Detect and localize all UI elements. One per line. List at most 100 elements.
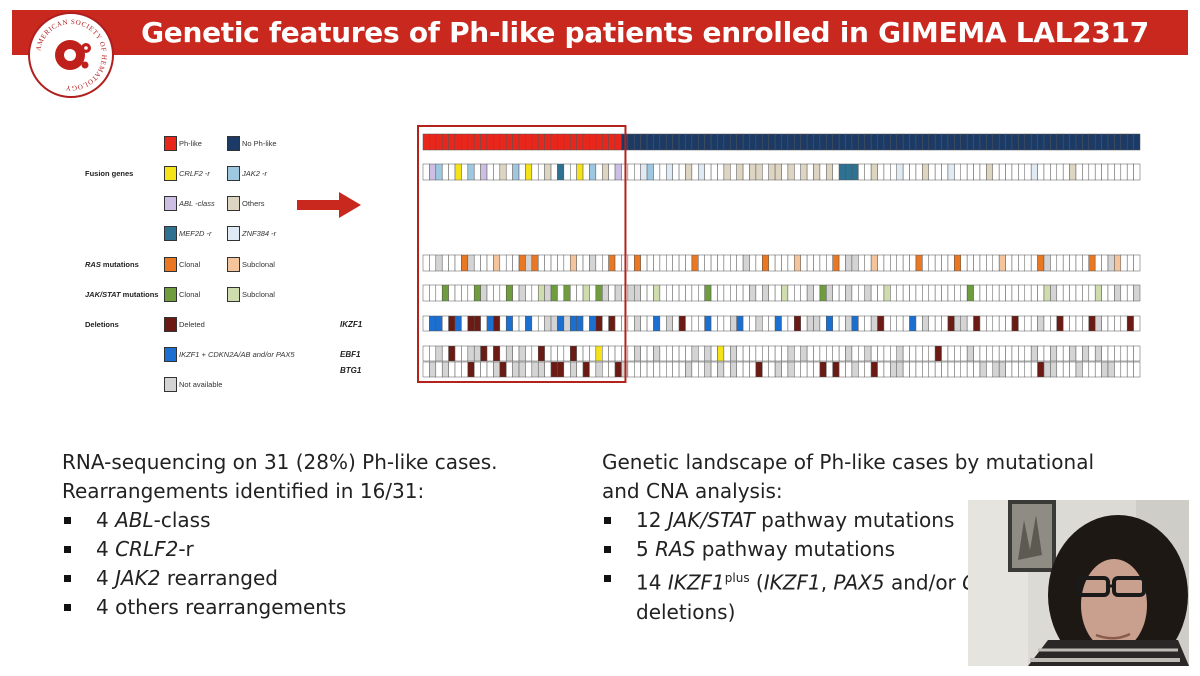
fusion-cell bbox=[608, 163, 616, 181]
btg1-cell bbox=[486, 361, 494, 378]
ikzf1-cell bbox=[518, 315, 526, 332]
btg1-cell bbox=[1126, 361, 1134, 378]
ikzf1-cell bbox=[698, 315, 705, 332]
ikzf1-cell bbox=[781, 315, 789, 332]
ebf1-cell bbox=[941, 345, 949, 362]
btg1-cell bbox=[1094, 361, 1102, 378]
ikzf1-cell bbox=[1030, 315, 1038, 332]
btg1-cell bbox=[979, 361, 987, 378]
jakstat-cell bbox=[518, 284, 526, 302]
ikzf1-cell bbox=[934, 315, 942, 332]
btg1-cell bbox=[1018, 361, 1026, 378]
legend-label: Clonal bbox=[179, 260, 201, 269]
ras-cell bbox=[537, 254, 545, 272]
ras-cell bbox=[646, 254, 654, 272]
jakstat-cell bbox=[742, 284, 750, 302]
jakstat-cell bbox=[608, 284, 616, 302]
ebf1-cell bbox=[749, 345, 757, 362]
ikzf1-cell bbox=[550, 315, 558, 332]
jakstat-cell bbox=[512, 284, 520, 302]
status-cell bbox=[941, 133, 949, 151]
jakstat-cell bbox=[934, 284, 942, 302]
legend-category: Fusion genes bbox=[85, 169, 134, 178]
right-intro-line-2: and CNA analysis: bbox=[602, 479, 783, 503]
ras-cell bbox=[723, 254, 731, 272]
btg1-cell bbox=[864, 361, 872, 378]
fusion-cell bbox=[499, 163, 507, 181]
btg1-cell bbox=[845, 361, 853, 378]
btg1-cell bbox=[1069, 361, 1077, 378]
status-cell bbox=[800, 133, 808, 151]
status-cell bbox=[461, 133, 469, 151]
ikzf1-cell bbox=[666, 315, 673, 332]
fusion-cell bbox=[1075, 163, 1083, 181]
btg1-cell bbox=[512, 361, 520, 378]
ras-cell bbox=[890, 254, 897, 272]
status-cell bbox=[1056, 133, 1064, 151]
status-cell bbox=[794, 133, 801, 151]
status-cell bbox=[493, 133, 501, 151]
ikzf1-cell bbox=[473, 315, 481, 332]
status-cell bbox=[1088, 133, 1096, 151]
ras-cell bbox=[512, 254, 520, 272]
ebf1-cell bbox=[787, 345, 795, 362]
ras-cell bbox=[1075, 254, 1083, 272]
ras-cell bbox=[569, 254, 577, 272]
status-cell bbox=[730, 133, 737, 151]
btg1-cell bbox=[960, 361, 968, 378]
ras-cell bbox=[595, 254, 603, 272]
fusion-cell bbox=[493, 163, 501, 181]
ras-cell bbox=[499, 254, 507, 272]
fusion-cell bbox=[851, 163, 859, 181]
ras-cell bbox=[768, 254, 776, 272]
fusion-cell bbox=[563, 163, 571, 181]
jakstat-cell bbox=[1024, 284, 1032, 302]
status-cell bbox=[774, 133, 782, 151]
ebf1-cell bbox=[992, 345, 1000, 362]
jakstat-cell bbox=[890, 284, 897, 302]
jakstat-cell bbox=[947, 284, 955, 302]
ras-cell bbox=[762, 254, 769, 272]
fusion-cell bbox=[678, 163, 686, 181]
ras-cell bbox=[550, 254, 558, 272]
legend-swatch bbox=[227, 257, 240, 272]
btg1-cell bbox=[448, 361, 456, 378]
ikzf1-cell bbox=[429, 315, 437, 332]
ikzf1-cell bbox=[992, 315, 1000, 332]
ras-cell bbox=[934, 254, 942, 272]
btg1-cell bbox=[698, 361, 705, 378]
fusion-cell bbox=[505, 163, 513, 181]
ikzf1-cell bbox=[1069, 315, 1077, 332]
btg1-cell bbox=[1011, 361, 1019, 378]
ikzf1-cell bbox=[928, 315, 936, 332]
ikzf1-cell bbox=[448, 315, 456, 332]
ikzf1-cell bbox=[659, 315, 667, 332]
status-cell bbox=[902, 133, 910, 151]
ebf1-cell bbox=[800, 345, 808, 362]
jakstat-cell bbox=[1037, 284, 1045, 302]
btg1-cell bbox=[858, 361, 865, 378]
ras-cell bbox=[1005, 254, 1013, 272]
btg1-cell bbox=[531, 361, 539, 378]
ebf1-cell bbox=[966, 345, 974, 362]
ras-cell bbox=[922, 254, 929, 272]
status-cell bbox=[922, 133, 929, 151]
status-cell bbox=[819, 133, 827, 151]
btg1-cell bbox=[947, 361, 955, 378]
jakstat-cell bbox=[627, 284, 635, 302]
list-item: 4 JAK2 rearranged bbox=[62, 564, 582, 593]
status-cell bbox=[486, 133, 494, 151]
legend-label: ZNF384 -r bbox=[242, 229, 277, 238]
ras-cell bbox=[467, 254, 475, 272]
btg1-cell bbox=[730, 361, 737, 378]
jakstat-cell bbox=[864, 284, 872, 302]
ebf1-cell bbox=[998, 345, 1006, 362]
status-cell bbox=[525, 133, 533, 151]
fusion-cell bbox=[1107, 163, 1115, 181]
fusion-cell bbox=[544, 163, 552, 181]
ebf1-cell bbox=[1056, 345, 1064, 362]
ikzf1-cell bbox=[710, 315, 718, 332]
ras-cell bbox=[666, 254, 673, 272]
ebf1-cell bbox=[832, 345, 840, 362]
ebf1-cell bbox=[569, 345, 577, 362]
